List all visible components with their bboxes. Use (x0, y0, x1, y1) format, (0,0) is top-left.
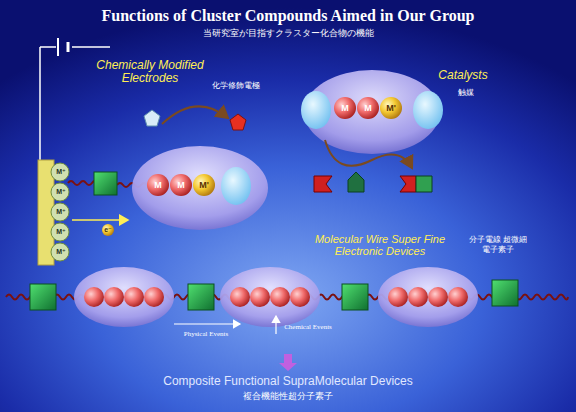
metal-sphere (250, 287, 270, 307)
metal-symbol: M' (386, 103, 396, 113)
metal-symbol: M (364, 103, 372, 113)
ion-label: M⁺ (56, 188, 66, 196)
section-heading-jp: 触媒 (458, 88, 474, 98)
metal-sphere (124, 287, 144, 307)
ion-label: M⁺ (56, 228, 66, 236)
section-heading: Catalysts (438, 69, 487, 82)
metal-sphere (144, 287, 164, 307)
metal-sphere (408, 287, 428, 307)
metal-sphere (388, 287, 408, 307)
metal-sphere (230, 287, 250, 307)
metal-sphere (84, 287, 104, 307)
section-heading-jp: 分子電線 超微細電子素子 (467, 235, 529, 254)
metal-sphere (270, 287, 290, 307)
section-heading: Chemically Modified Electrodes (88, 59, 213, 84)
event-label: Physical Events (184, 330, 229, 338)
section-heading: Molecular Wire Super Fine Electronic Dev… (295, 234, 465, 257)
wire-strand (68, 181, 95, 185)
section-heading-jp: 化学修飾電極 (212, 81, 260, 91)
caption-jp: 複合機能性超分子素子 (243, 391, 333, 402)
metal-symbol: M (177, 180, 185, 190)
event-label: Chemical Events (284, 323, 332, 331)
ion-label: M⁺ (56, 208, 66, 216)
ion-label: M⁺ (56, 168, 66, 176)
metal-symbol: M (154, 180, 162, 190)
metal-symbol: M' (199, 180, 209, 190)
caption: Composite Functional SupraMolecular Devi… (163, 374, 412, 388)
ion-label: M⁺ (56, 248, 66, 256)
metal-sphere (428, 287, 448, 307)
metal-sphere (448, 287, 468, 307)
subtitle: 当研究室が目指すクラスター化合物の機能 (203, 28, 374, 39)
title: Functions of Cluster Compounds Aimed in … (102, 7, 475, 25)
metal-sphere (104, 287, 124, 307)
metal-symbol: M (341, 103, 349, 113)
electron-label: e⁻ (104, 226, 112, 234)
metal-sphere (290, 287, 310, 307)
